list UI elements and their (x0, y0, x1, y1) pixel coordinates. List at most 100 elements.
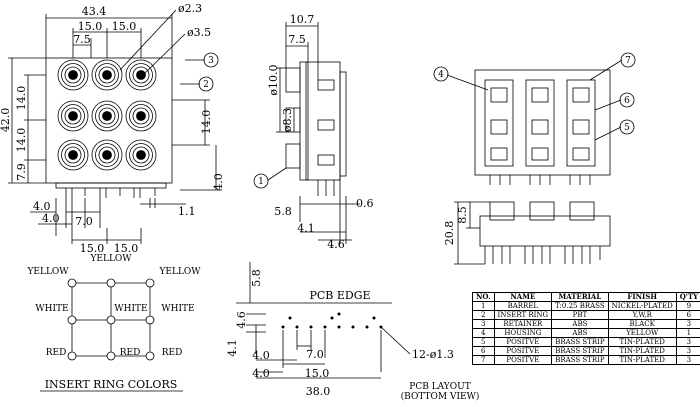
table-cell: 3 (473, 320, 495, 329)
col-name: NAME (494, 293, 552, 302)
table-cell: 5 (473, 338, 495, 347)
table-cell: 3 (676, 320, 700, 329)
table-cell: ABS (552, 329, 609, 338)
rca-jack (126, 60, 156, 90)
callout-7-number: 7 (625, 56, 631, 66)
table-cell: 3 (676, 347, 700, 356)
dim-pcb-40b: 4.0 (252, 367, 270, 380)
dim-dia-23: ø2.3 (178, 2, 202, 15)
color-top-left: YELLOW (26, 267, 69, 277)
rca-jack (58, 140, 88, 170)
table-cell: BRASS STRIP (552, 356, 609, 365)
dim-pcb-58: 5.8 (250, 269, 263, 287)
pcb-hole-count: 12-ø1.3 (412, 348, 454, 361)
pcb-layout-title: PCB LAYOUT (409, 382, 470, 392)
dim-pcb-150: 15.0 (305, 367, 330, 380)
table-cell: TIN-PLATED (608, 356, 676, 365)
dim-bottom-85: 8.5 (456, 206, 469, 224)
dim-side-58: 5.8 (274, 205, 292, 218)
color-mid-mid: WHITE (114, 304, 147, 314)
dim-front-15a: 15.0 (78, 20, 103, 33)
callout-2-number: 2 (203, 80, 209, 90)
color-top-right: YELLOW (158, 267, 201, 277)
table-cell: 6 (676, 311, 700, 320)
table-cell: 9 (676, 302, 700, 311)
rca-jack (92, 60, 122, 90)
table-cell: RETAINER (494, 320, 552, 329)
color-bot-left: RED (46, 348, 67, 358)
pcb-edge-label: PCB EDGE (309, 289, 370, 302)
callout-3-number: 3 (208, 56, 214, 66)
table-cell: BLACK (608, 320, 676, 329)
rca-jack (126, 101, 156, 131)
insert-ring-colors-diagram: YELLOW YELLOW YELLOW WHITE WHITE WHITE R… (26, 254, 201, 391)
dim-dia-35: ø3.5 (187, 26, 211, 39)
callout-5-number: 5 (624, 123, 630, 133)
dim-height-79: 7.9 (15, 163, 28, 181)
dim-side-75: 7.5 (288, 33, 306, 46)
table-cell: 3 (676, 356, 700, 365)
dim-bottom-40b: 4.0 (42, 212, 60, 225)
table-cell: NICKEL-PLATED (608, 302, 676, 311)
dim-side-dia83: ø8.3 (281, 108, 294, 132)
rca-jack (92, 101, 122, 131)
dim-right-14: 14.0 (200, 110, 213, 135)
table-cell: HOUSING (494, 329, 552, 338)
dim-front-width: 43.4 (82, 5, 107, 18)
table-cell: ABS (552, 320, 609, 329)
table-cell: POSITVE (494, 338, 552, 347)
table-cell: POSITVE (494, 356, 552, 365)
dim-side-41: 4.1 (297, 222, 315, 235)
col-no: NO. (473, 293, 495, 302)
col-qty: Q'TY (676, 293, 700, 302)
color-mid-right: WHITE (161, 304, 194, 314)
table-cell: 3 (676, 338, 700, 347)
color-bot-mid: RED (120, 348, 141, 358)
dim-height-42: 42.0 (0, 108, 12, 133)
front-view: 43.4 15.0 15.0 7.5 ø2.3 ø3.5 42.0 14.0 1… (0, 2, 225, 255)
side-view: 10.7 7.5 ø10.0 ø8.3 5.8 0.6 4.1 4.6 1 (254, 13, 374, 251)
dim-pcb-46: 4.6 (235, 311, 248, 329)
rca-jack (58, 101, 88, 131)
internal-view: 4 7 6 5 (434, 53, 635, 185)
dim-bottom-11: 1.1 (178, 205, 196, 218)
table-cell: 2 (473, 311, 495, 320)
table-cell: 6 (473, 347, 495, 356)
pcb-layout: PCB EDGE 5.8 4.6 4.1 7.0 4.0 4.0 15.0 38… (226, 262, 479, 402)
table-cell: BRASS STRIP (552, 338, 609, 347)
callout-1-number: 1 (258, 177, 264, 187)
table-header-row: NO. NAME MATERIAL FINISH Q'TY (473, 293, 700, 302)
color-top-mid: YELLOW (89, 254, 132, 264)
dim-side-107: 10.7 (290, 13, 315, 26)
dim-pcb-380: 38.0 (306, 385, 331, 398)
dim-right-40: 4.0 (212, 173, 225, 191)
dim-side-06: 0.6 (356, 197, 374, 210)
table-cell: YELLOW (608, 329, 676, 338)
dim-bottom-70: 7.0 (75, 215, 93, 228)
callout-6-number: 6 (624, 96, 630, 106)
rca-jack (92, 140, 122, 170)
table-cell: BARREL (494, 302, 552, 311)
front-pins (56, 183, 166, 198)
table-cell: POSITVE (494, 347, 552, 356)
table-cell: PBT (552, 311, 609, 320)
insert-ring-colors-title: INSERT RING COLORS (45, 378, 178, 391)
dim-pcb-40a: 4.0 (252, 349, 270, 362)
table-cell: 1 (676, 329, 700, 338)
pcb-layout-subtitle: (BOTTOM VIEW) (401, 391, 480, 402)
dim-pcb-70: 7.0 (306, 348, 324, 361)
dim-bottom-208: 20.8 (443, 221, 456, 246)
dim-side-46: 4.6 (327, 238, 345, 251)
table-cell: BRASS STRIP (552, 347, 609, 356)
color-bot-right: RED (162, 348, 183, 358)
table-cell: 4 (473, 329, 495, 338)
color-mid-left: WHITE (35, 304, 68, 314)
dim-front-15b: 15.0 (112, 20, 137, 33)
rca-jack (126, 140, 156, 170)
